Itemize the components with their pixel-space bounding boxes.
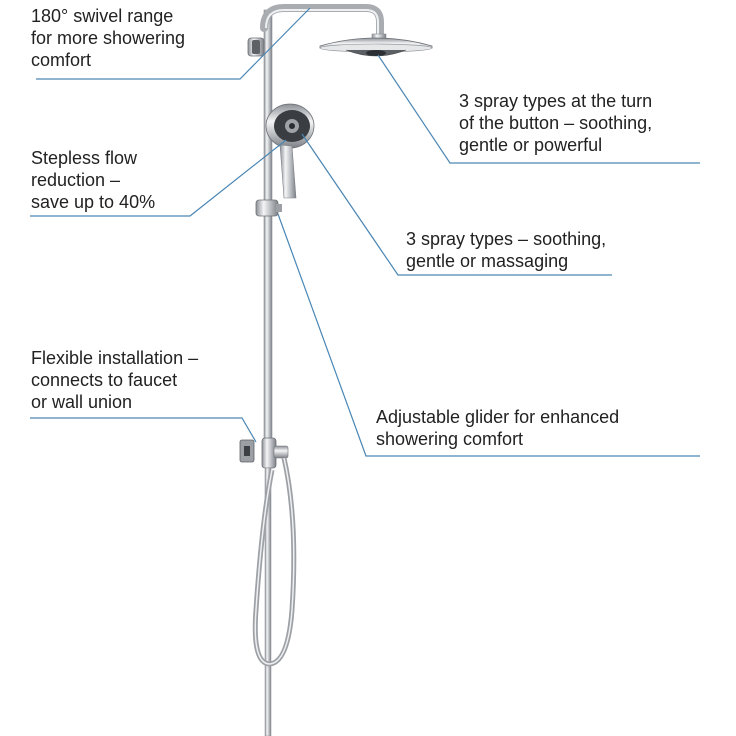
callout-line: of the button – soothing,: [459, 113, 653, 133]
leader-head-spray: [377, 54, 700, 164]
riser-pipe: [263, 9, 273, 456]
callout-flow: Stepless flow reduction – save up to 40%: [31, 147, 155, 213]
callout-line: 180° swivel range: [31, 6, 174, 26]
callout-line: 3 spray types at the turn: [459, 91, 653, 111]
callout-line: 3 spray types – soothing,: [406, 229, 607, 249]
leader-swivel: [36, 7, 311, 80]
leader-glider: [277, 213, 700, 457]
callout-line: gentle or massaging: [406, 251, 569, 271]
diverter: [239, 437, 289, 469]
callout-line: reduction –: [31, 170, 121, 190]
callout-line: save up to 40%: [31, 192, 156, 212]
callout-line: or wall union: [31, 392, 133, 412]
callout-hand-spray: 3 spray types – soothing, gentle or mass…: [406, 228, 606, 272]
callout-swivel: 180° swivel range for more showering com…: [31, 5, 185, 71]
callout-line: for more showering: [31, 28, 186, 48]
overhead-arm: [260, 4, 384, 44]
leader-flow: [30, 139, 287, 217]
callout-head-spray: 3 spray types at the turn of the button …: [459, 90, 652, 156]
callout-line: gentle or powerful: [459, 135, 603, 155]
shower-hose: [252, 457, 297, 667]
callout-installation: Flexible installation – connects to fauc…: [31, 347, 198, 413]
callout-glider: Adjustable glider for enhanced showering…: [376, 406, 619, 450]
callout-line: connects to faucet: [31, 370, 178, 390]
leader-hand-spray: [301, 133, 612, 276]
outlet-pipe: [264, 467, 272, 736]
callout-line: comfort: [31, 50, 92, 70]
callout-line: Adjustable glider for enhanced: [376, 407, 620, 427]
callout-line: Flexible installation –: [31, 348, 199, 368]
glider: [255, 199, 282, 217]
leader-installation: [30, 417, 257, 443]
callout-line: showering comfort: [376, 429, 524, 449]
callout-line: Stepless flow: [31, 148, 138, 168]
head-shower: [319, 33, 433, 57]
hand-shower: [265, 103, 315, 199]
